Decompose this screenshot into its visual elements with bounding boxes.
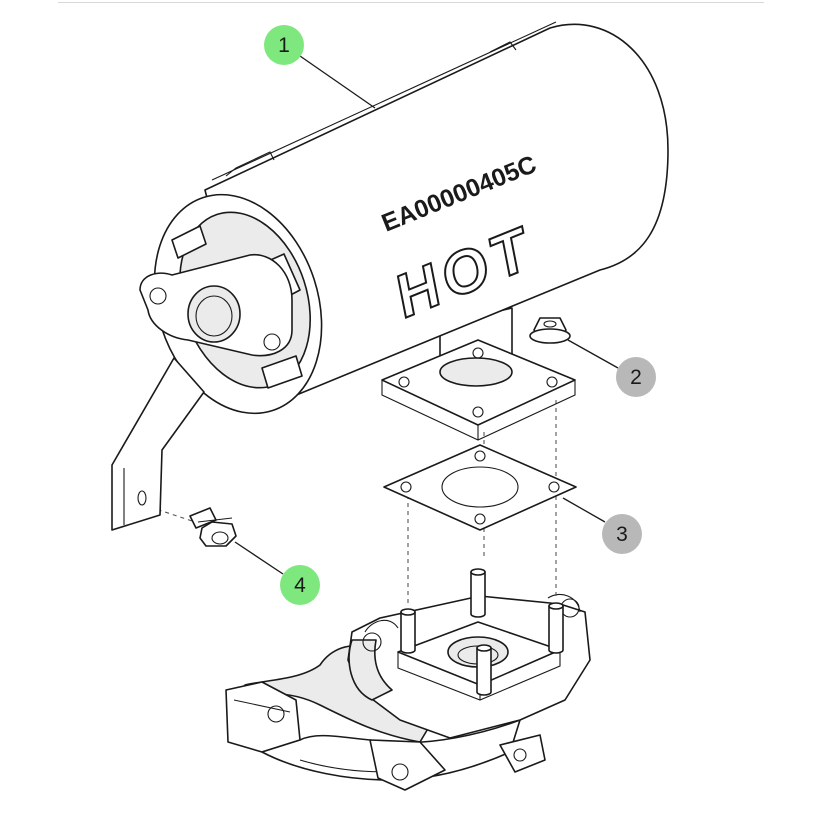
callout-3-badge xyxy=(602,514,642,554)
callout-2-badge xyxy=(616,357,656,397)
callout-1-badge xyxy=(264,25,304,65)
flange-bolt xyxy=(189,507,237,547)
callout-2[interactable]: 2 xyxy=(567,339,656,397)
flange-nut xyxy=(529,317,571,344)
callout-3[interactable]: 3 xyxy=(562,497,642,554)
top-divider xyxy=(58,2,764,3)
exhaust-manifold xyxy=(225,568,591,791)
callout-3-number: 3 xyxy=(616,523,628,546)
stud-bolts xyxy=(400,568,564,696)
callout-2-number: 2 xyxy=(630,366,642,389)
callout-4-badge xyxy=(280,565,320,605)
callout-1-number: 1 xyxy=(278,34,290,57)
callout-1[interactable]: 1 xyxy=(264,25,376,109)
muffler: EA00000405C HOT xyxy=(111,21,669,531)
callout-4-number: 4 xyxy=(294,574,306,597)
gasket xyxy=(383,444,577,531)
callout-4[interactable]: 4 xyxy=(234,541,320,605)
